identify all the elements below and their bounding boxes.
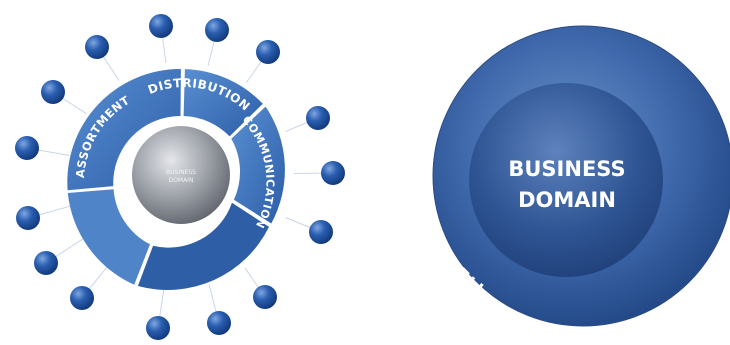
business-domain-label-line2: DOMAIN: [518, 188, 616, 212]
segment-bottom-left: [67, 189, 150, 285]
right-diagram: MEANING SYSTEM BUSINESS DOMAIN: [413, 25, 730, 327]
satellite-node: [149, 14, 173, 38]
satellite-node: [41, 80, 65, 104]
satellite-node: [205, 18, 229, 42]
satellite-nodes: [15, 14, 345, 340]
core-label-line1: BUSINESS: [166, 169, 196, 176]
satellite-node: [34, 251, 58, 275]
satellite-node: [253, 285, 277, 309]
satellite-node: [70, 286, 94, 310]
left-diagram: DISTRIBUTION ASSORTMENT COMMUNICATION BU…: [15, 14, 345, 340]
meaning-system-outline: [432, 25, 730, 327]
segment-assortment: [67, 68, 181, 191]
business-domain-sphere: [469, 83, 663, 277]
satellite-node: [256, 40, 280, 64]
segment-ring: [67, 68, 285, 290]
satellite-node: [15, 136, 39, 160]
business-domain-label-line1: BUSINESS: [508, 157, 625, 181]
core-sphere: [132, 126, 230, 224]
satellite-node: [146, 316, 170, 340]
satellite-node: [207, 311, 231, 335]
satellite-node: [309, 220, 333, 244]
satellite-node: [16, 206, 40, 230]
segment-bottom-right: [137, 202, 269, 290]
segment-communication: [231, 106, 285, 224]
satellite-node: [321, 161, 345, 185]
satellite-node: [306, 106, 330, 130]
satellite-node: [85, 35, 109, 59]
segment-distribution: [183, 69, 263, 137]
core-label-line2: DOMAIN: [169, 177, 194, 184]
